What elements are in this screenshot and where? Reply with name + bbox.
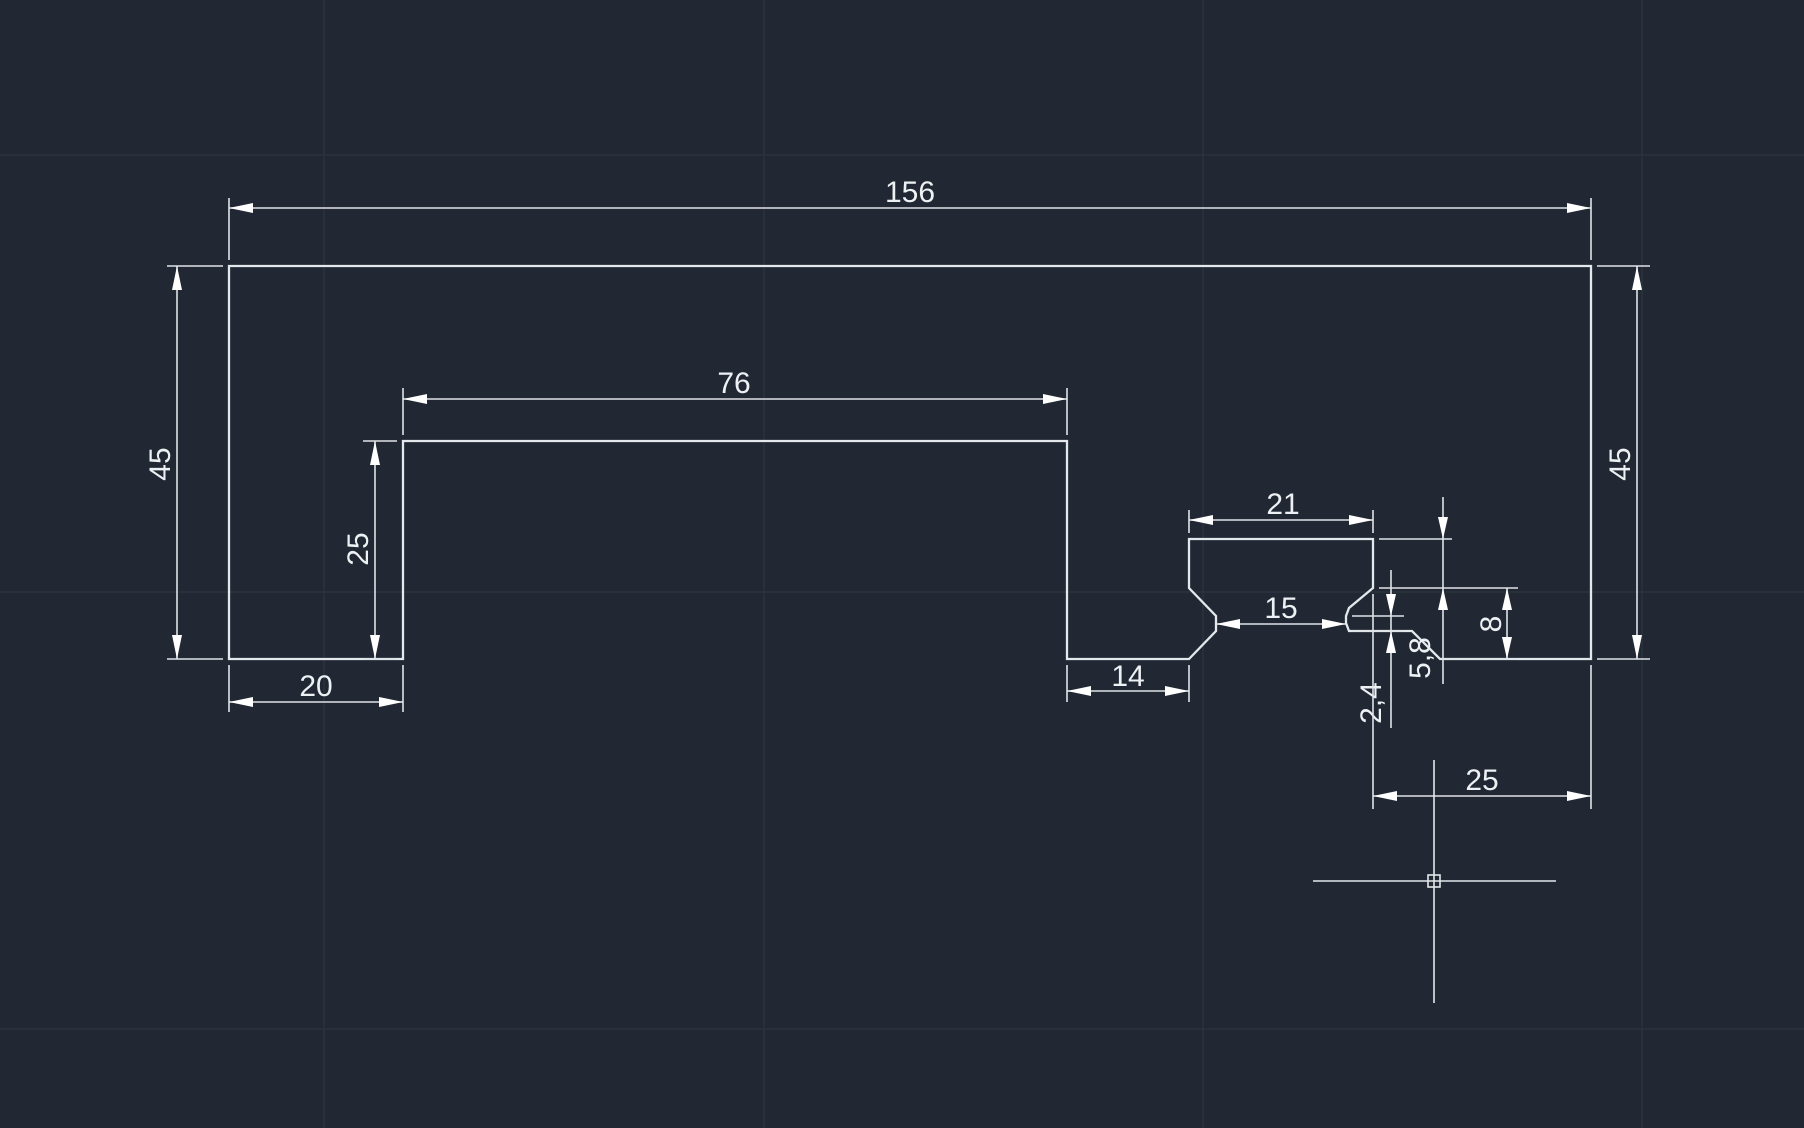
dimension-label: 21 [1266,488,1299,521]
arrowhead [1386,594,1396,616]
arrowhead [1502,588,1512,610]
dimension-notch-height[interactable]: 8 [1379,587,1518,660]
dimension-label: 2,4 [1355,682,1388,724]
arrowhead [1567,791,1591,801]
dimension-right-height[interactable]: 45 [1597,265,1650,660]
arrowhead [1043,394,1067,404]
arrowhead [1373,791,1397,801]
dimension-label: 76 [717,367,750,400]
dimension-left-leg-width[interactable]: 20 [228,665,404,712]
dimension-left-height[interactable]: 45 [144,265,223,660]
dimension-label: 25 [342,532,375,565]
dimension-right-leg-width[interactable]: 25 [1372,594,1592,809]
dimension-overall-width[interactable]: 156 [228,176,1592,260]
part-outline[interactable] [227,264,1593,661]
arrowhead [1502,637,1512,659]
arrowhead [370,441,380,465]
dimension-label: 20 [299,670,332,703]
arrowhead [403,394,427,404]
arrowhead [1567,203,1591,213]
dimension-label: 156 [885,176,935,209]
arrowhead [172,635,182,659]
dimension-label: 14 [1111,660,1144,693]
arrowhead [1067,686,1091,696]
dimension-notch-throat[interactable]: 15 [1216,592,1346,629]
arrowhead [172,266,182,290]
arrowhead [229,203,253,213]
arrowhead [370,635,380,659]
dimension-label: 8 [1475,616,1508,633]
arrowhead [1165,686,1189,696]
arrowhead [229,697,253,707]
arrowhead [1322,619,1346,629]
arrowhead [1189,515,1213,525]
arrowhead [1216,619,1240,629]
dimension-label: 45 [1604,447,1637,480]
dimension-tab-width[interactable]: 14 [1066,660,1190,702]
dimension-label: 45 [144,447,177,480]
dimension-slot-depth[interactable]: 25 [342,440,397,660]
arrowhead [1632,635,1642,659]
dimension-slot-width[interactable]: 76 [402,367,1068,435]
crosshair-cursor-icon [1313,760,1556,1003]
arrowhead [1438,588,1448,610]
dimension-label: 25 [1465,764,1498,797]
arrowhead [1349,515,1373,525]
arrowhead [1632,266,1642,290]
dimension-notch-width[interactable]: 21 [1188,488,1374,533]
dimension-notch-chamfer[interactable]: 2,4 [1352,570,1404,728]
dimension-label: 15 [1264,592,1297,625]
arrowhead [1386,631,1396,653]
arrowhead [379,697,403,707]
cursor-pickbox [1427,874,1441,888]
arrowhead [1438,517,1448,539]
dimension-label: 5,8 [1404,637,1437,679]
dimension-notch-lower[interactable]: 5,8 [1379,497,1452,684]
